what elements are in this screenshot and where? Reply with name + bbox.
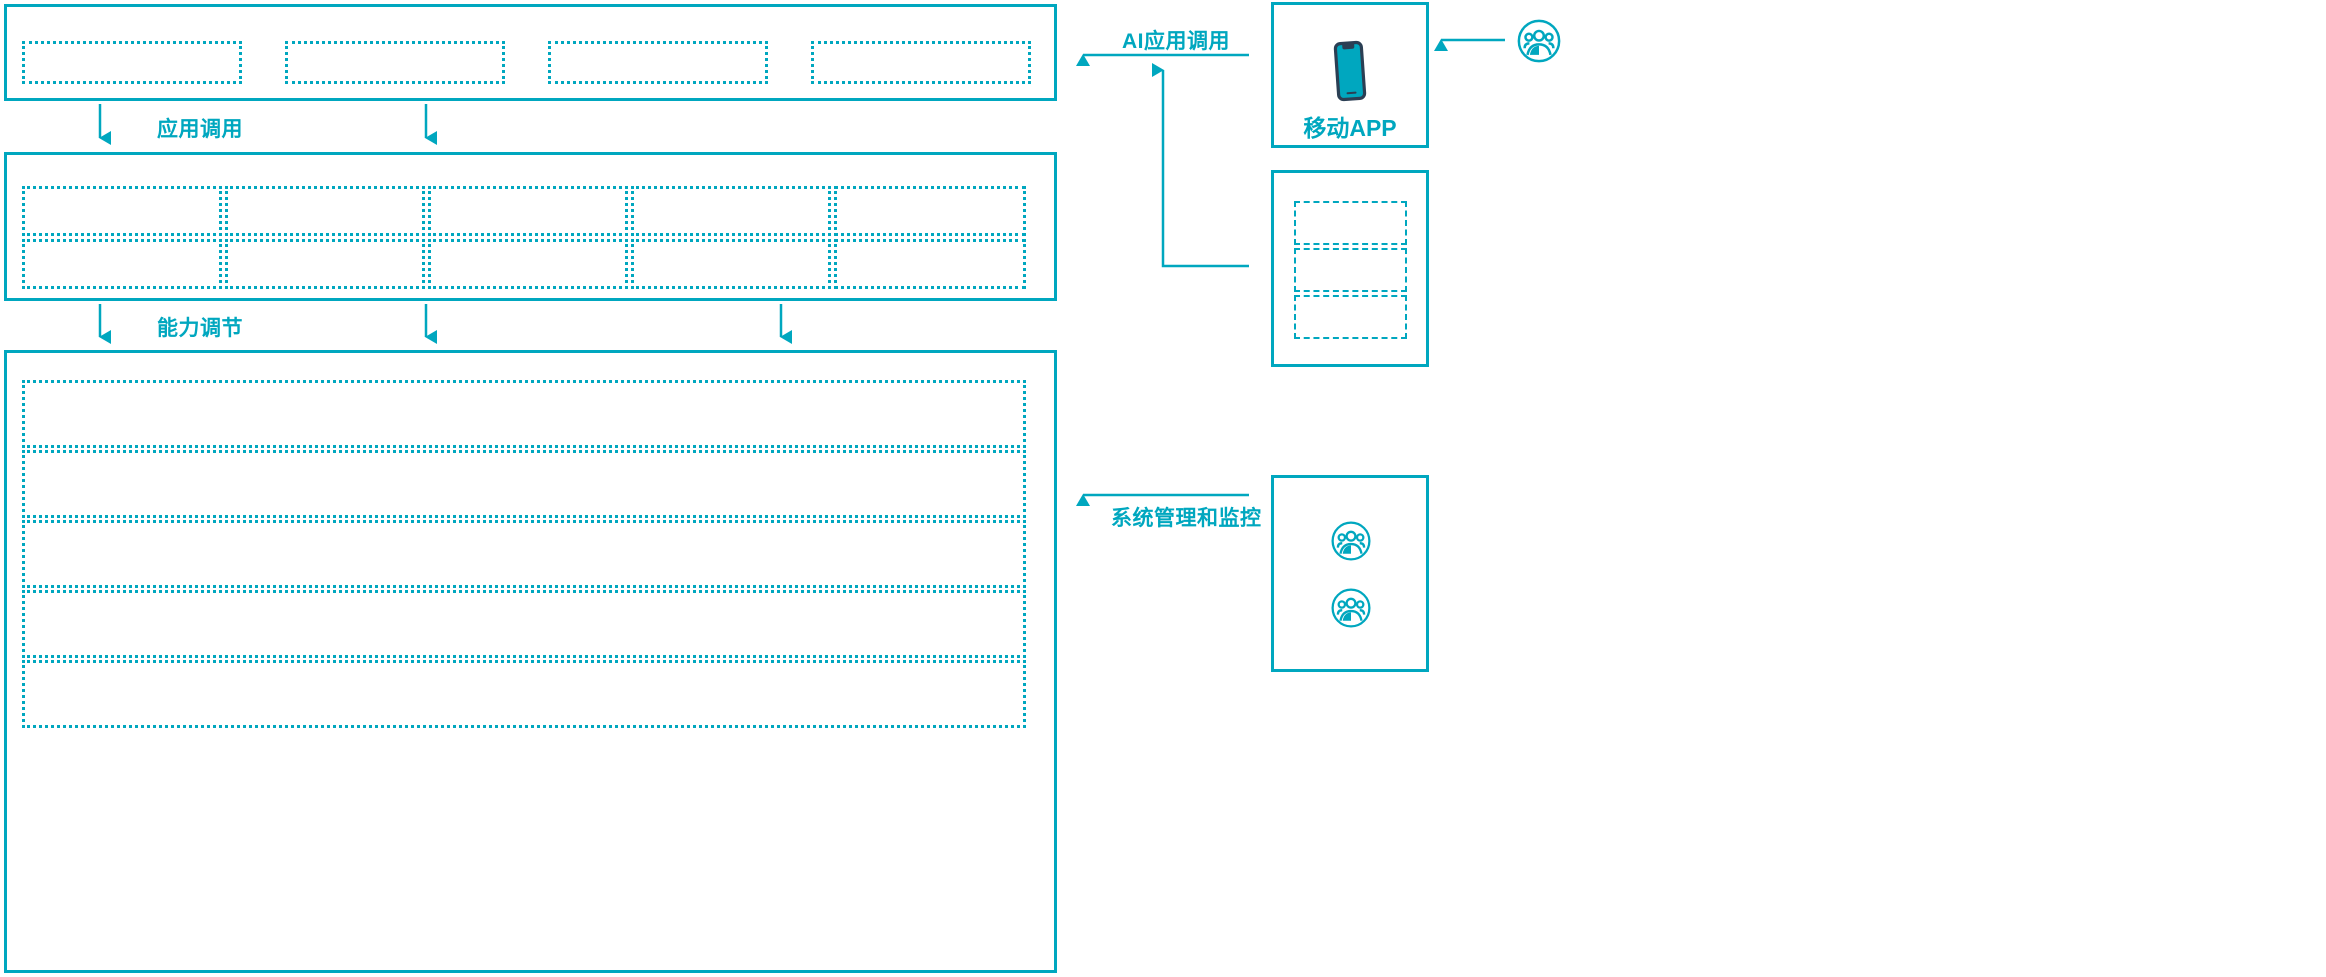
platform-tier-row[interactable] — [22, 660, 1026, 728]
capability-tier-slot[interactable] — [428, 186, 628, 236]
mobile-app-caption: 移动APP — [1303, 115, 1397, 141]
backend-list-slot[interactable] — [1294, 295, 1407, 339]
connector-label-system-admin-monitor: 系统管理和监控 — [1111, 507, 1262, 530]
capability-tier — [4, 152, 1057, 301]
connector-backend-to-ai-call — [1152, 63, 1249, 268]
platform-tier-row[interactable] — [22, 380, 1026, 448]
capability-tier-slot[interactable] — [834, 239, 1026, 289]
application-tier-slot[interactable] — [548, 41, 768, 84]
connector-label-capability-call: 能力调节 — [157, 317, 243, 340]
operators-panel[interactable] — [1271, 475, 1429, 672]
application-tier — [4, 4, 1057, 101]
capability-tier-slot[interactable] — [225, 186, 425, 236]
users-icon — [1331, 521, 1371, 561]
backend-list-slot[interactable] — [1294, 248, 1407, 292]
platform-tier-row[interactable] — [22, 450, 1026, 518]
application-tier-slot[interactable] — [811, 41, 1031, 84]
application-tier-slot[interactable] — [22, 41, 242, 84]
application-tier-slot[interactable] — [285, 41, 505, 84]
connector-label-ai-app-call: AI应用调用 — [1122, 30, 1230, 53]
capability-tier-slot[interactable] — [225, 239, 425, 289]
capability-tier-slot[interactable] — [631, 239, 831, 289]
users-icon — [1517, 19, 1561, 63]
mobile-phone-icon — [1333, 40, 1367, 102]
capability-tier-slot[interactable] — [22, 186, 222, 236]
capability-tier-slot[interactable] — [22, 239, 222, 289]
platform-tier-row[interactable] — [22, 520, 1026, 588]
backend-list-slot[interactable] — [1294, 201, 1407, 245]
capability-tier-slot[interactable] — [631, 186, 831, 236]
users-icon — [1331, 588, 1371, 628]
capability-tier-slot[interactable] — [428, 239, 628, 289]
capability-tier-slot[interactable] — [834, 186, 1026, 236]
connector-label-app-call: 应用调用 — [157, 118, 243, 141]
platform-tier-row[interactable] — [22, 590, 1026, 658]
